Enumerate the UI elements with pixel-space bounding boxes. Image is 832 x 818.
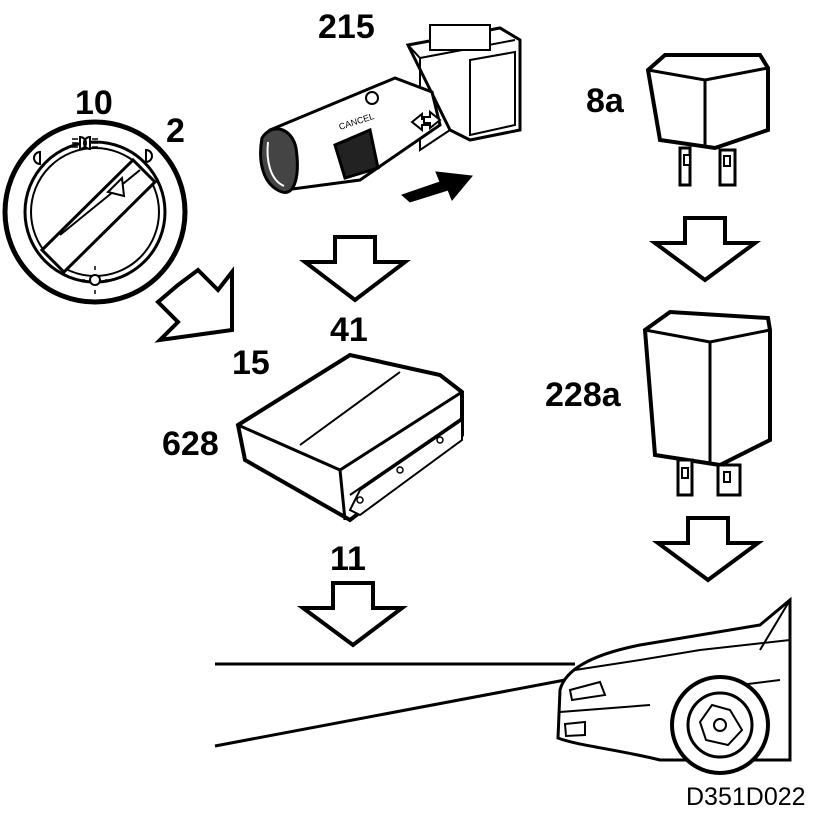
flow-arrows (154, 216, 765, 648)
arrow-switch-to-module (154, 266, 234, 343)
arrow-module-to-car (296, 581, 408, 648)
arrow-stalk-to-module (299, 235, 411, 303)
callout-11: 11 (330, 540, 366, 578)
callout-8a: 8a (586, 82, 624, 120)
control-module-628 (235, 352, 464, 523)
relay-8a (645, 53, 770, 187)
callout-628: 628 (162, 425, 219, 463)
callout-41: 41 (330, 311, 368, 349)
arrow-relay8a-to-relay228a (648, 216, 762, 283)
headlight-beams (214, 662, 575, 748)
callout-15: 15 (232, 344, 270, 382)
figure-code: D351D022 (686, 783, 806, 811)
car-front (556, 596, 792, 775)
relay-228a (642, 309, 772, 497)
callout-215: 215 (318, 8, 375, 46)
callout-228a: 228a (545, 376, 621, 414)
indicator-stalk-switch (259, 24, 522, 203)
light-switch (2, 119, 188, 305)
callout-2: 2 (166, 112, 185, 150)
callout-10: 10 (75, 84, 113, 122)
arrow-relay228a-to-car (651, 516, 765, 583)
